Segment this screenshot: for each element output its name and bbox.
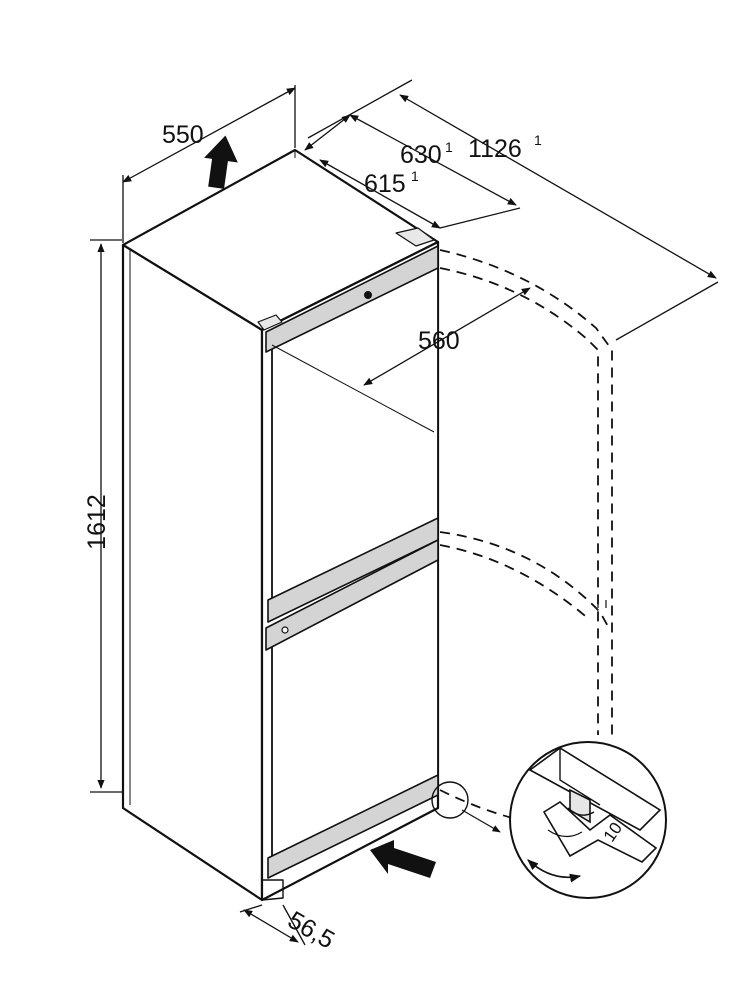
depth-label: 615: [364, 170, 406, 198]
depth-with-handle-label: 630: [400, 141, 442, 169]
bottom-door-bottom-trim: [267, 774, 439, 879]
depth-open-door-label: 1126: [468, 135, 522, 163]
bottom-door-top-handle: [265, 539, 439, 651]
depth-with-handle-note: 1: [445, 139, 453, 155]
up-arrow-icon: [204, 135, 238, 189]
cabinet-side-face: [121, 243, 264, 902]
foot-detail-inset: [431, 741, 667, 899]
height-dimension-label: 1612: [83, 494, 111, 550]
freezer-door: [261, 539, 439, 901]
rotation-arrow-icon: [527, 859, 582, 883]
wall-distance-label: 56,5: [283, 906, 339, 955]
dimension-lines: [90, 79, 719, 946]
push-arrow-icon: [370, 840, 436, 878]
open-door-outline: [439, 249, 613, 821]
depth-open-door-note: 1: [534, 132, 542, 148]
control-button: [364, 291, 372, 299]
door-opening-label: 560: [418, 327, 460, 355]
depth-note: 1: [411, 168, 419, 184]
width-dimension-label: 550: [162, 121, 204, 149]
